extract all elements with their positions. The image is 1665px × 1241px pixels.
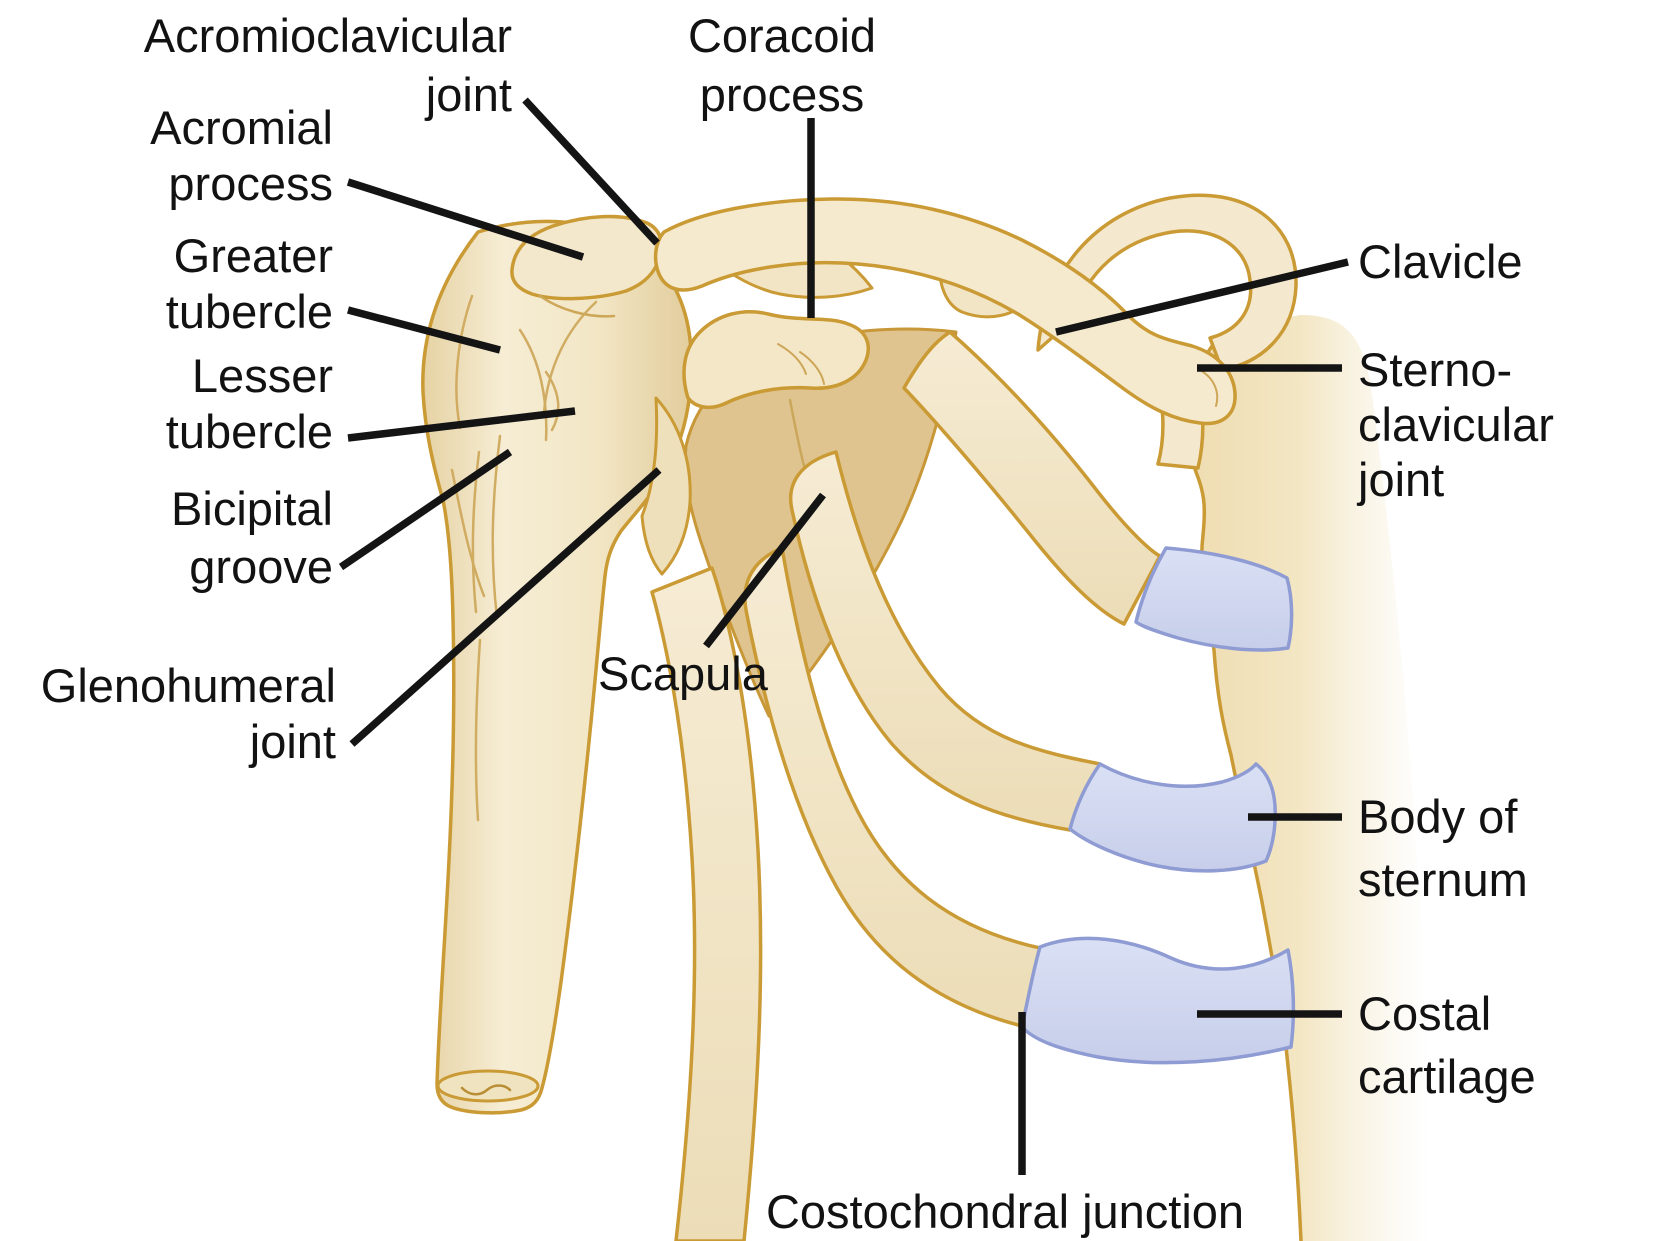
rib-4 bbox=[743, 546, 1042, 1028]
humerus-cut-end-detail bbox=[460, 1084, 512, 1096]
leader-acromial-process bbox=[346, 178, 585, 261]
coracoid-detail bbox=[777, 343, 825, 385]
label-glenohumeral-joint-2: joint bbox=[248, 715, 336, 768]
leader-greater-tubercle bbox=[347, 306, 501, 354]
label-coracoid-process-2: process bbox=[700, 68, 865, 121]
costal-cartilage-2 bbox=[1068, 762, 1277, 873]
costal-cartilage-1 bbox=[1134, 546, 1294, 652]
leader-lesser-tubercle bbox=[347, 407, 576, 442]
label-lesser-tubercle-1: Lesser bbox=[192, 349, 333, 402]
clavicle-bone bbox=[653, 197, 1237, 426]
label-sternoclavicular-joint-1: Sterno- bbox=[1358, 343, 1512, 396]
label-acromial-process-2: process bbox=[168, 157, 333, 210]
costal-cartilage-3 bbox=[1020, 936, 1296, 1065]
label-scapula: Scapula bbox=[598, 647, 769, 700]
label-costal-cartilage-1: Costal bbox=[1358, 987, 1491, 1040]
clavicle-medial-detail bbox=[1199, 369, 1219, 407]
label-coracoid-process-1: Coracoid bbox=[688, 9, 876, 62]
label-lesser-tubercle-2: tubercle bbox=[166, 405, 333, 458]
label-acromioclavicular-joint-1: Acromioclavicular bbox=[144, 9, 512, 62]
label-acromioclavicular-joint-2: joint bbox=[424, 68, 512, 121]
label-sternoclavicular-joint-3: joint bbox=[1356, 453, 1444, 506]
rib-5 bbox=[650, 566, 763, 1241]
leader-lines bbox=[338, 97, 1349, 1175]
label-body-of-sternum-2: sternum bbox=[1358, 853, 1528, 906]
humerus-bone bbox=[421, 219, 694, 1115]
sternum-body-bone bbox=[1192, 315, 1430, 1241]
leader-acromioclavicular-joint bbox=[522, 97, 660, 246]
coracoid-process-bone bbox=[682, 310, 870, 410]
rib-2 bbox=[902, 330, 1162, 626]
labels: Acromioclavicular joint Acromial process… bbox=[41, 9, 1554, 1238]
label-sternoclavicular-joint-2: clavicular bbox=[1358, 398, 1554, 451]
label-glenohumeral-joint-1: Glenohumeral bbox=[41, 659, 336, 712]
leader-scapula bbox=[703, 492, 826, 649]
label-bicipital-groove-1: Bicipital bbox=[171, 482, 333, 535]
scapular-spine-fold bbox=[538, 294, 616, 318]
label-clavicle: Clavicle bbox=[1358, 235, 1523, 288]
leader-clavicle bbox=[1055, 258, 1349, 336]
label-greater-tubercle-2: tubercle bbox=[166, 285, 333, 338]
leader-bicipital-groove bbox=[338, 448, 513, 571]
rib-1 bbox=[1036, 193, 1298, 372]
label-bicipital-groove-2: groove bbox=[189, 540, 333, 593]
label-greater-tubercle-1: Greater bbox=[174, 229, 333, 282]
label-acromial-process-1: Acromial bbox=[150, 101, 333, 154]
label-body-of-sternum-1: Body of bbox=[1358, 790, 1518, 843]
humerus-cut-end bbox=[436, 1069, 540, 1103]
label-costal-cartilage-2: cartilage bbox=[1358, 1050, 1536, 1103]
leader-glenohumeral-joint bbox=[349, 467, 662, 747]
label-costochondral-junction: Costochondral junction bbox=[766, 1185, 1244, 1238]
